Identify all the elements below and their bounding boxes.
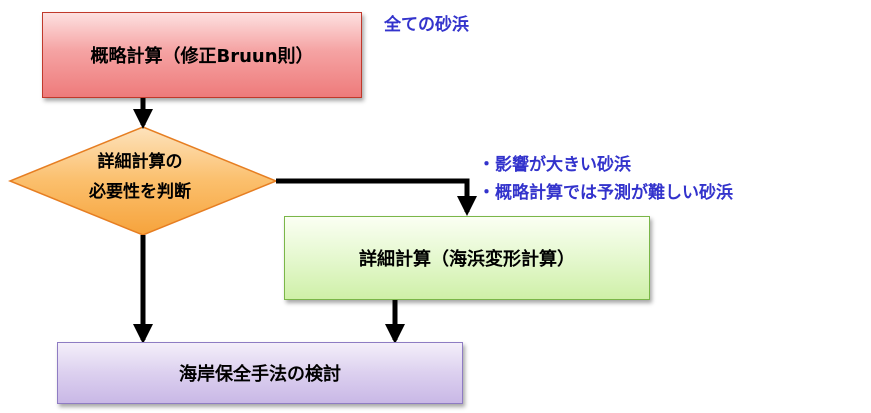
rough-calc-box: 概略計算（修正Bruun則）	[42, 12, 362, 98]
note-hard-to-predict: ・概略計算では予測が難しい砂浜	[478, 183, 733, 203]
coastal-conservation-box: 海岸保全手法の検討	[57, 342, 463, 404]
decision-label: 詳細計算の 必要性を判断	[20, 147, 260, 207]
detailed-calc-label: 詳細計算（海浜変形計算）	[359, 249, 575, 270]
coastal-conservation-label: 海岸保全手法の検討	[179, 364, 341, 385]
decision-label-line2: 必要性を判断	[89, 182, 191, 202]
note-large-impact: ・影響が大きい砂浜	[478, 155, 631, 175]
decision-label-line1: 詳細計算の	[97, 152, 183, 172]
all-beaches-note: 全ての砂浜	[384, 15, 469, 35]
detailed-calc-box: 詳細計算（海浜変形計算）	[284, 216, 650, 300]
rough-calc-label: 概略計算（修正Bruun則）	[90, 46, 314, 67]
arrow-decision-to-detail	[276, 178, 477, 216]
